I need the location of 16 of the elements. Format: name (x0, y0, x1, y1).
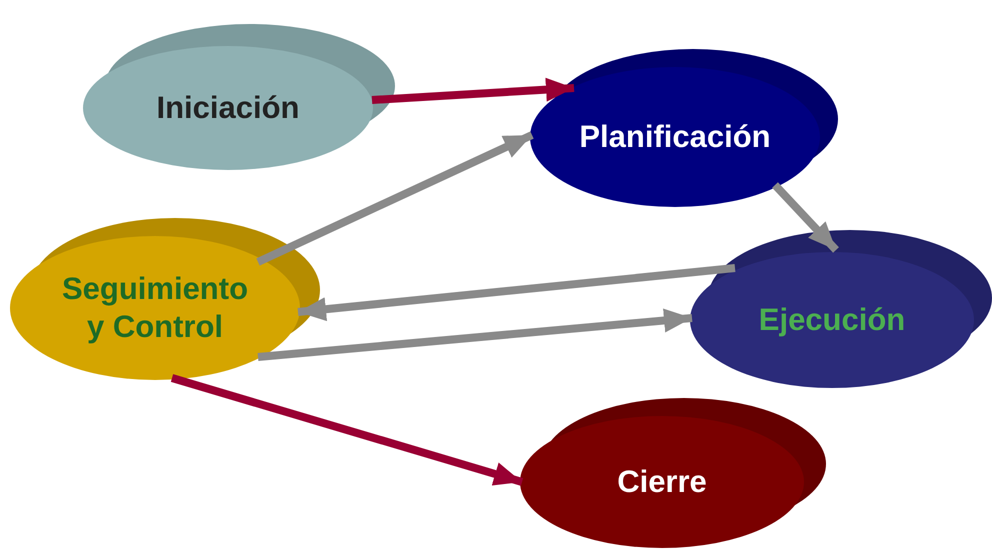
ellipse-node (83, 24, 395, 170)
arrow (256, 131, 534, 266)
arrow (170, 374, 524, 486)
node-label: Seguimiento y Control (60, 270, 249, 346)
ellipse-node (690, 230, 992, 388)
ellipse-node (530, 49, 838, 207)
arrow (372, 78, 574, 104)
node-label: Cierre (617, 463, 707, 501)
node-label: Iniciación (156, 89, 300, 127)
node-label: Ejecución (758, 301, 906, 339)
arrow (258, 308, 692, 361)
node-label: Planificación (579, 118, 771, 156)
arrow (298, 264, 736, 322)
ellipse-node (520, 398, 826, 548)
arrow (772, 182, 839, 253)
ellipse-node (10, 218, 320, 380)
